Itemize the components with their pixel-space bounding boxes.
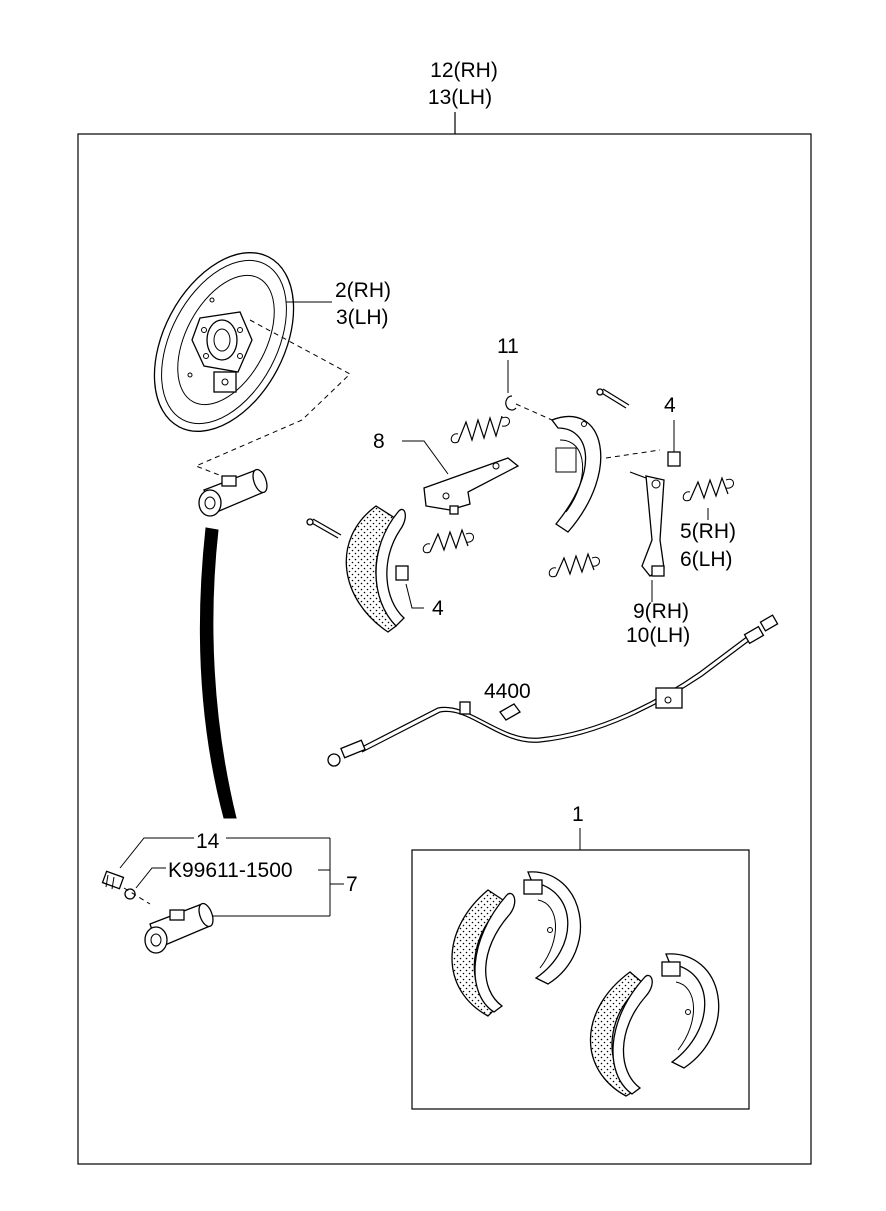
hold-down-pin-upper xyxy=(596,388,630,409)
hold-down-pin-lower xyxy=(306,518,342,539)
label-spring-lh: 6(LH) xyxy=(680,548,733,571)
shoe-kit-shoe-2 xyxy=(523,871,582,985)
label-hold-down-cup-upper: 4 xyxy=(664,394,676,417)
hold-down-cup-lower-leader xyxy=(405,583,424,609)
label-bleeder-screw: 14 xyxy=(196,830,220,853)
wheel-cylinder-upper xyxy=(198,468,268,517)
bleeder-cap xyxy=(124,888,136,900)
bleeder-screw-leader xyxy=(119,837,194,869)
bleeder-cap-leader xyxy=(135,867,166,889)
shoe-kit-box xyxy=(411,849,750,1110)
backing-plate-dash xyxy=(194,319,351,481)
label-pin-clip: 11 xyxy=(497,335,519,358)
hold-down-cup-upper xyxy=(667,451,681,467)
label-backing-plate-rh: 2(RH) xyxy=(335,279,391,302)
parking-brake-cable xyxy=(327,614,779,767)
label-parking-lever-lh: 10(LH) xyxy=(626,624,690,647)
brake-hose xyxy=(199,527,237,819)
shoe-kit-shoe-1 xyxy=(451,889,516,1017)
label-backing-plate-lh: 3(LH) xyxy=(336,306,389,329)
bleeder-screw xyxy=(101,870,125,890)
label-shoe-kit: 1 xyxy=(572,803,584,826)
brake-shoe-upper-right xyxy=(550,415,602,533)
shoe-kit-shoe-3 xyxy=(589,971,653,1097)
label-hold-down-cup-lower: 4 xyxy=(432,597,444,620)
upper-shoe-dash xyxy=(605,449,661,459)
spring-middle-left xyxy=(422,528,474,554)
hold-down-cup-lower xyxy=(395,565,409,581)
label-assembly-rh: 12(RH) xyxy=(430,59,498,82)
cable-clip xyxy=(499,703,521,721)
shoe-kit-shoe-4 xyxy=(661,953,720,1069)
parking-lever xyxy=(629,471,665,577)
pin-clip xyxy=(505,395,517,411)
label-adjuster-lever: 8 xyxy=(373,430,385,453)
spring-upper-left xyxy=(450,415,510,444)
wheel-cylinder-lower xyxy=(144,902,214,954)
label-assembly-lh: 13(LH) xyxy=(428,86,492,109)
backing-plate xyxy=(153,252,295,432)
assembly-frame xyxy=(77,133,812,1165)
brake-shoe-lower-left xyxy=(345,505,406,633)
pin-clip-dash xyxy=(515,403,553,421)
label-cable-clip: 4400 xyxy=(484,680,531,703)
adjuster-lever xyxy=(423,457,520,515)
adjuster-lever-leader xyxy=(402,440,449,475)
spring-right xyxy=(682,476,734,502)
label-bleeder-cap: K99611-1500 xyxy=(168,859,293,882)
label-spring-rh: 5(RH) xyxy=(680,520,736,543)
label-wheel-cylinder: 7 xyxy=(346,873,358,896)
spring-lower-middle xyxy=(548,552,600,578)
label-parking-lever-rh: 9(RH) xyxy=(633,600,689,623)
